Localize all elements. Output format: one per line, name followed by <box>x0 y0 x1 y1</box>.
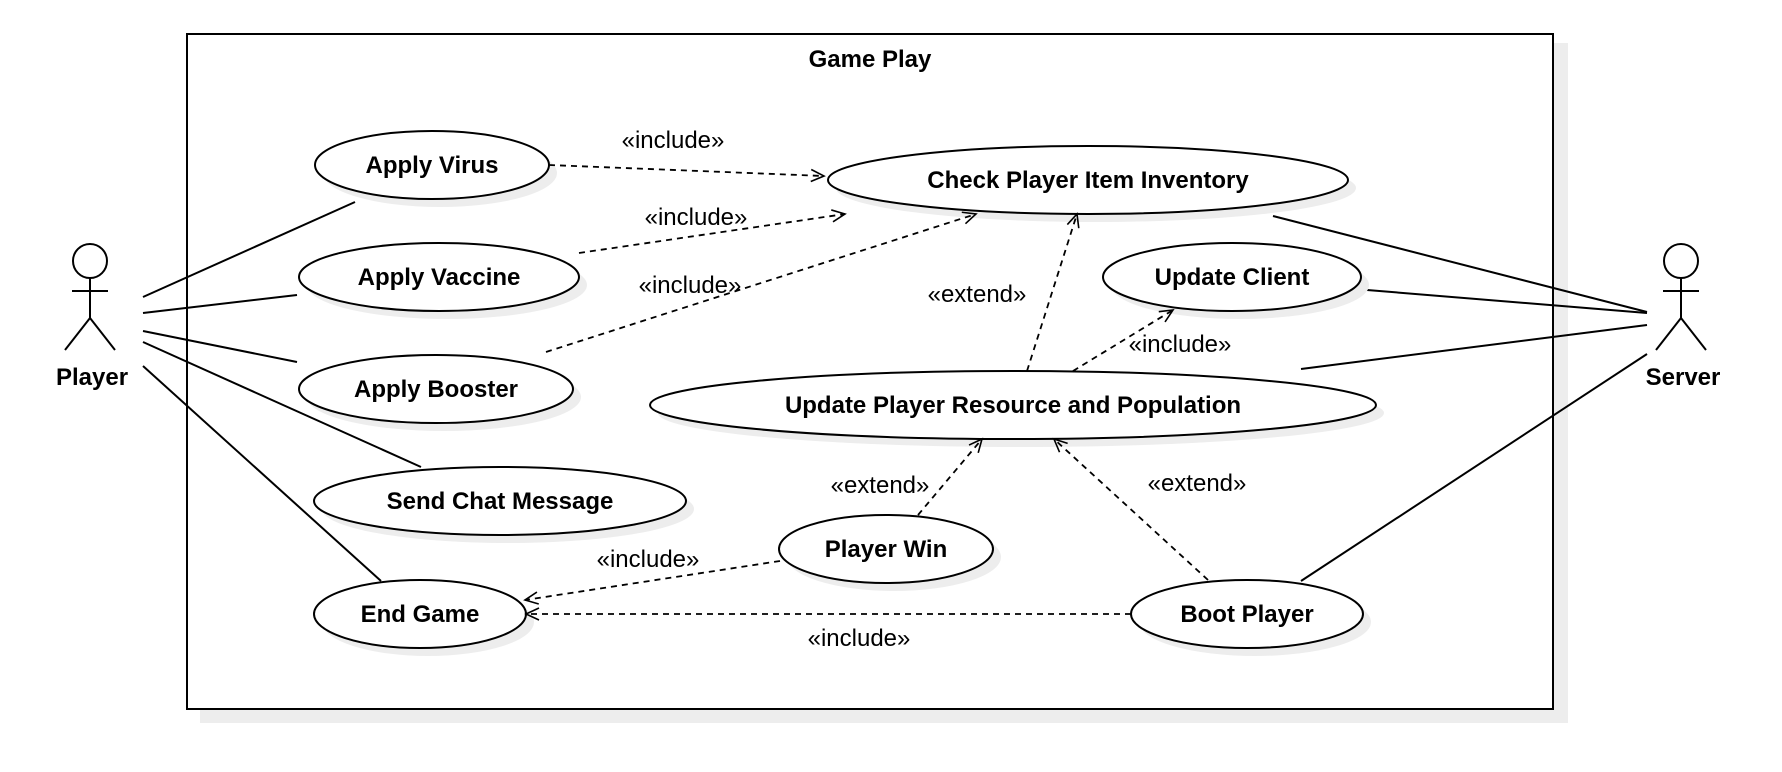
label-extend-inventory: «extend» <box>928 281 1027 308</box>
actor-server[interactable]: Server <box>1646 243 1721 391</box>
assoc-server-update-resource <box>1300 324 1648 370</box>
include-virus-to-inventory <box>548 164 826 183</box>
include-resource-to-client <box>1072 309 1175 372</box>
actor-server-label: Server <box>1646 364 1721 391</box>
use-case-end-game[interactable]: End Game <box>313 579 534 656</box>
include-booster-to-inventory <box>545 211 978 353</box>
use-case-update-client[interactable]: Update Client <box>1102 242 1369 319</box>
use-case-apply-virus[interactable]: Apply Virus <box>314 130 557 207</box>
assoc-server-check-inventory <box>1272 215 1648 313</box>
assoc-player-apply-vaccine <box>142 294 298 314</box>
use-case-apply-vaccine[interactable]: Apply Vaccine <box>298 242 587 319</box>
use-case-apply-booster[interactable]: Apply Booster <box>298 354 581 431</box>
actor-player-label: Player <box>56 364 128 391</box>
use-case-send-chat-message[interactable]: Send Chat Message <box>313 466 694 543</box>
label-include-win-endgame: «include» <box>597 546 700 573</box>
include-vaccine-to-inventory <box>578 209 847 254</box>
svg-text:Send Chat Message: Send Chat Message <box>387 488 614 515</box>
player-associations <box>142 201 422 582</box>
svg-text:Check Player Item Inventory: Check Player Item Inventory <box>927 167 1249 194</box>
assoc-player-send-chat <box>142 341 422 468</box>
server-associations <box>1272 215 1648 582</box>
include-win-to-endgame <box>523 560 781 605</box>
assoc-server-boot-player <box>1300 353 1648 582</box>
svg-text:Apply Booster: Apply Booster <box>354 376 518 403</box>
label-include-boot-endgame: «include» <box>808 625 911 652</box>
svg-text:Apply Vaccine: Apply Vaccine <box>358 264 521 291</box>
svg-text:Apply Virus: Apply Virus <box>366 152 499 179</box>
svg-text:Boot Player: Boot Player <box>1180 601 1313 628</box>
label-include-virus: «include» <box>622 127 725 154</box>
label-include-vaccine: «include» <box>645 204 748 231</box>
use-case-boot-player[interactable]: Boot Player <box>1130 579 1371 656</box>
assoc-player-apply-booster <box>142 330 298 363</box>
dependencies <box>523 164 1209 621</box>
svg-text:Update Player Resource and Pop: Update Player Resource and Population <box>785 392 1241 419</box>
use-case-player-win[interactable]: Player Win <box>778 514 1001 591</box>
svg-text:Player Win: Player Win <box>825 536 948 563</box>
label-extend-boot: «extend» <box>1148 470 1247 497</box>
label-include-client: «include» <box>1129 331 1232 358</box>
extend-resource-to-inventory <box>1026 212 1080 372</box>
svg-text:End Game: End Game <box>361 601 480 628</box>
use-case-update-player-resource-and-population[interactable]: Update Player Resource and Population <box>649 370 1384 447</box>
assoc-server-update-client <box>1366 289 1648 314</box>
svg-text:Update Client: Update Client <box>1155 264 1310 291</box>
label-include-booster: «include» <box>639 272 742 299</box>
extend-win-to-resource <box>917 437 984 516</box>
extend-boot-to-resource <box>1052 437 1209 581</box>
assoc-player-end-game <box>142 365 382 582</box>
stereotype-labels: «include» «include» «include» «extend» «… <box>597 127 1247 652</box>
use-case-check-player-item-inventory[interactable]: Check Player Item Inventory <box>827 145 1356 222</box>
system-title: Game Play <box>809 46 932 73</box>
assoc-player-apply-virus <box>142 201 356 298</box>
label-extend-win: «extend» <box>831 472 930 499</box>
actor-player[interactable]: Player <box>56 243 128 391</box>
